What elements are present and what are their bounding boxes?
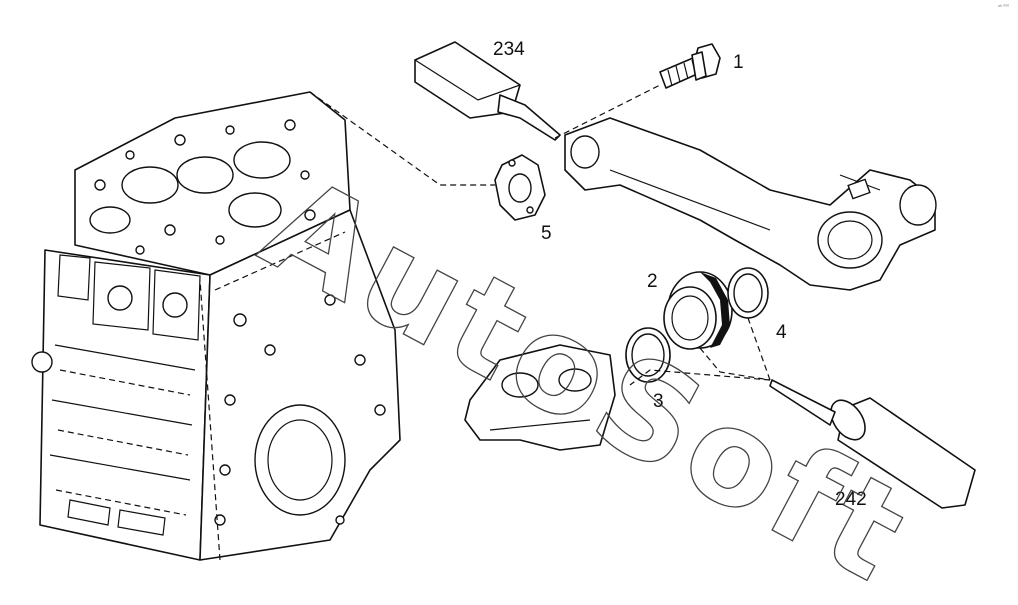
callout-4: 4 [776, 322, 787, 343]
intake-manifold [464, 344, 616, 451]
leader-lines [309, 84, 771, 386]
corner-mark: ᵃʰ ⁰⁰⁰ [998, 4, 1009, 10]
gasket-part [494, 154, 546, 221]
bolt-part [659, 43, 721, 89]
grease-cartridge-242 [769, 379, 976, 509]
o-ring-part-3 [625, 327, 671, 383]
callout-3: 3 [653, 391, 664, 412]
o-ring-part-4 [727, 267, 769, 319]
callout-2: 2 [647, 271, 658, 292]
water-pipe-housing [564, 117, 937, 291]
callout-234: 234 [493, 39, 525, 60]
callout-1: 1 [733, 52, 744, 73]
engine-block [31, 91, 401, 561]
callout-5: 5 [541, 223, 552, 244]
thermostat-part [663, 271, 733, 350]
sealant-tube-234 [414, 41, 561, 141]
callout-242: 242 [835, 489, 867, 510]
